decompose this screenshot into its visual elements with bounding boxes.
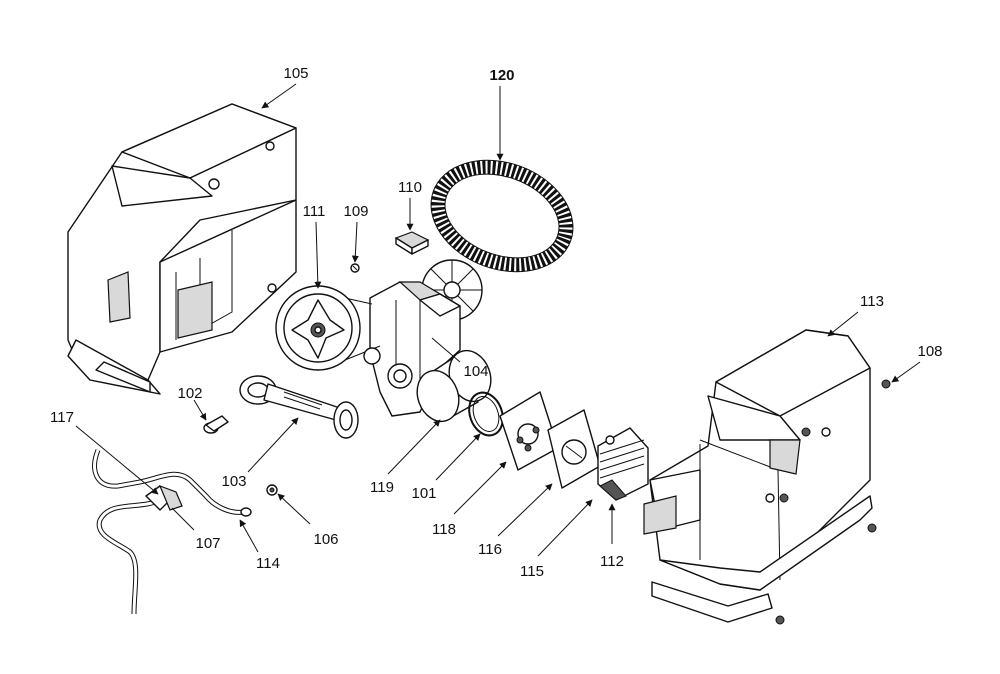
label-103: 103 — [221, 473, 246, 490]
label-108: 108 — [917, 343, 942, 360]
label-111: 111 — [303, 203, 326, 220]
label-106: 106 — [313, 531, 338, 548]
screws-108-part — [775, 379, 891, 625]
bolt-102-part — [203, 415, 229, 434]
label-113: 113 — [860, 293, 884, 310]
label-119: 119 — [370, 479, 394, 496]
filter-pad-part — [394, 231, 430, 255]
label-101: 101 — [411, 485, 436, 502]
connecting-rod-part — [239, 375, 359, 439]
tubing-part — [92, 449, 252, 615]
pump-assembly-part — [275, 259, 483, 417]
label-115: 115 — [520, 563, 544, 580]
cylinder-part — [416, 349, 492, 423]
shroud-right-part — [643, 329, 873, 623]
drive-belt-part — [430, 159, 574, 273]
cylinder-head-part — [597, 427, 649, 501]
clip-106-part — [266, 484, 278, 496]
label-109: 109 — [343, 203, 368, 220]
label-116: 116 — [478, 541, 502, 558]
label-117: 117 — [50, 409, 74, 426]
label-118: 118 — [432, 521, 456, 538]
label-107: 107 — [195, 535, 220, 552]
fitting-107-part — [145, 484, 183, 511]
label-114: 114 — [256, 555, 280, 572]
label-120: 120 — [489, 67, 514, 84]
shroud-left-part — [67, 103, 297, 395]
label-105: 105 — [283, 65, 308, 82]
leader-lines — [75, 83, 921, 557]
label-110: 110 — [398, 179, 422, 196]
label-102: 102 — [177, 385, 202, 402]
o-ring-part — [468, 391, 504, 437]
label-112: 112 — [600, 553, 624, 570]
gasket-part — [547, 409, 601, 489]
label-104: 104 — [463, 363, 488, 380]
screw-109-part — [350, 263, 360, 273]
